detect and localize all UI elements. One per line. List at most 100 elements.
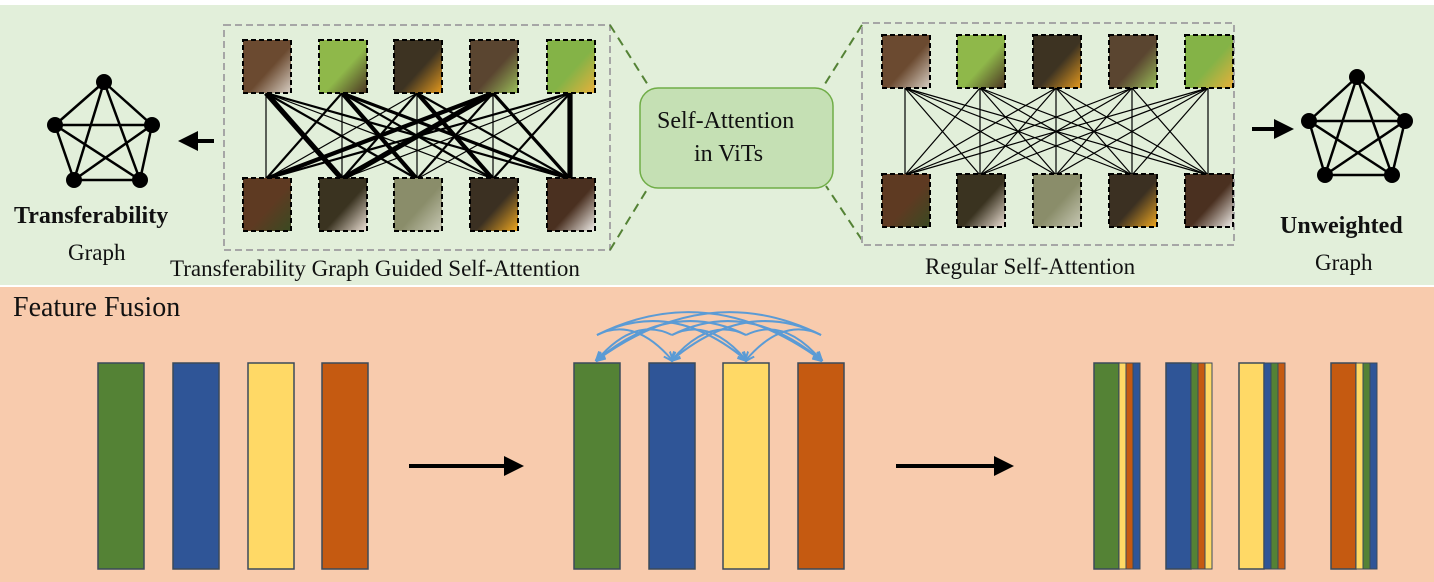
fused-main-blue bbox=[1165, 362, 1192, 570]
graph-edge bbox=[1356, 76, 1406, 122]
patch-eagle-chest-feathers bbox=[242, 39, 292, 94]
fused-strip-orange bbox=[1197, 362, 1206, 570]
connector-left-top bbox=[609, 24, 649, 86]
center-box-line2: in ViTs bbox=[694, 141, 764, 167]
patch-yellow-foot bbox=[469, 177, 519, 232]
attention-edge bbox=[416, 92, 571, 180]
feature-fusion-title: Feature Fusion bbox=[13, 292, 181, 323]
attention-edge bbox=[904, 87, 1057, 176]
fused-strip-yellow bbox=[1355, 362, 1364, 570]
graph-node bbox=[132, 172, 148, 188]
graph-edge bbox=[103, 81, 153, 126]
guided-attention-edges bbox=[264, 90, 573, 182]
attention-edge bbox=[341, 92, 571, 180]
patch-claw-on-green bbox=[1108, 34, 1158, 89]
right-query-patches bbox=[881, 34, 1234, 89]
patch-eagle-head bbox=[1184, 173, 1234, 228]
graph-node bbox=[1384, 167, 1400, 183]
graph-edge bbox=[1324, 119, 1406, 177]
graph-node bbox=[1397, 113, 1413, 129]
graph-edge bbox=[1323, 76, 1359, 176]
attention-edge bbox=[492, 92, 571, 180]
connector-right-bottom bbox=[825, 185, 863, 241]
token-yellow bbox=[722, 362, 770, 570]
fused-main-orange bbox=[1330, 362, 1357, 570]
token-attention-arcs bbox=[597, 311, 821, 360]
token-orange bbox=[321, 362, 369, 570]
graph-edge bbox=[73, 123, 153, 182]
token-yellow bbox=[247, 362, 295, 570]
patch-wing-edge bbox=[242, 177, 292, 232]
fused-strip-yellow bbox=[1118, 362, 1127, 570]
graph-node bbox=[144, 117, 160, 133]
fused-strip-yellow bbox=[1204, 362, 1213, 570]
left-key-patches bbox=[242, 177, 596, 232]
token-green bbox=[573, 362, 621, 570]
attention-edge bbox=[265, 91, 571, 181]
patch-lichen-branch bbox=[393, 177, 443, 232]
fused-strip-orange bbox=[1277, 362, 1286, 570]
left-query-patches bbox=[242, 39, 596, 94]
patch-talon-dark bbox=[1032, 34, 1082, 89]
attention-edge bbox=[979, 87, 1209, 176]
patch-yellow-foot bbox=[1108, 173, 1158, 228]
feature-tokens-fused bbox=[1093, 362, 1378, 570]
patch-white-wing bbox=[956, 173, 1006, 228]
right-key-patches bbox=[881, 173, 1234, 228]
graph-edge bbox=[54, 81, 105, 126]
attention-edge bbox=[265, 92, 343, 180]
graph-edge bbox=[1308, 76, 1358, 122]
graph-node bbox=[1317, 167, 1333, 183]
token-orange bbox=[797, 362, 845, 570]
attention-arc bbox=[745, 328, 821, 360]
graph-node bbox=[66, 172, 82, 188]
fused-token-yellow bbox=[1238, 362, 1286, 570]
graph-edge bbox=[1390, 120, 1407, 176]
fused-strip-orange bbox=[1125, 362, 1134, 570]
graph-edge bbox=[53, 124, 76, 181]
graph-node bbox=[47, 117, 63, 133]
graph-edge bbox=[1308, 119, 1393, 177]
attention-arc bbox=[671, 320, 821, 360]
patch-eagle-chest-feathers bbox=[881, 34, 931, 89]
guided-attention-frame bbox=[223, 24, 611, 251]
patch-wing-on-green bbox=[956, 34, 1006, 89]
graph-edge bbox=[72, 81, 106, 181]
attention-edge bbox=[904, 87, 981, 176]
fused-token-blue bbox=[1165, 362, 1213, 570]
token-blue bbox=[648, 362, 696, 570]
graph-node bbox=[1301, 113, 1317, 129]
transferability-graph-icon bbox=[47, 74, 160, 188]
transferability-graph-title: Transferability bbox=[14, 203, 169, 229]
unweighted-graph-title: Unweighted bbox=[1280, 213, 1403, 239]
attention-edge bbox=[1131, 87, 1209, 176]
unweighted-graph-icon bbox=[1301, 69, 1413, 183]
patch-wing-on-green bbox=[318, 39, 368, 94]
regular-attention-caption: Regular Self-Attention bbox=[925, 254, 1136, 279]
patch-white-wing bbox=[318, 177, 368, 232]
patch-beak-on-green bbox=[546, 39, 596, 94]
unweighted-graph-subtitle: Graph bbox=[1315, 250, 1373, 275]
feature-tokens-input bbox=[97, 362, 369, 570]
graph-edge bbox=[1307, 120, 1327, 176]
center-box-line1: Self-Attention bbox=[657, 108, 795, 134]
patch-talon-dark bbox=[393, 39, 443, 94]
transferability-graph-subtitle: Graph bbox=[68, 240, 126, 265]
attention-edge bbox=[265, 91, 494, 181]
guided-attention-caption: Transferability Graph Guided Self-Attent… bbox=[170, 256, 580, 281]
graph-node bbox=[1349, 69, 1365, 85]
fused-strip-green bbox=[1362, 362, 1371, 570]
regular-attention-edges bbox=[904, 87, 1209, 176]
fused-strip-blue bbox=[1263, 362, 1272, 570]
attention-edge bbox=[904, 87, 1133, 176]
fused-strip-blue bbox=[1132, 362, 1141, 570]
fused-token-green bbox=[1093, 362, 1141, 570]
patch-claw-on-green bbox=[469, 39, 519, 94]
fused-strip-blue bbox=[1369, 362, 1378, 570]
connector-right-top bbox=[822, 24, 863, 88]
token-blue bbox=[172, 362, 220, 570]
token-green bbox=[97, 362, 145, 570]
self-attention-vit-box bbox=[639, 87, 834, 189]
fused-main-yellow bbox=[1238, 362, 1265, 570]
